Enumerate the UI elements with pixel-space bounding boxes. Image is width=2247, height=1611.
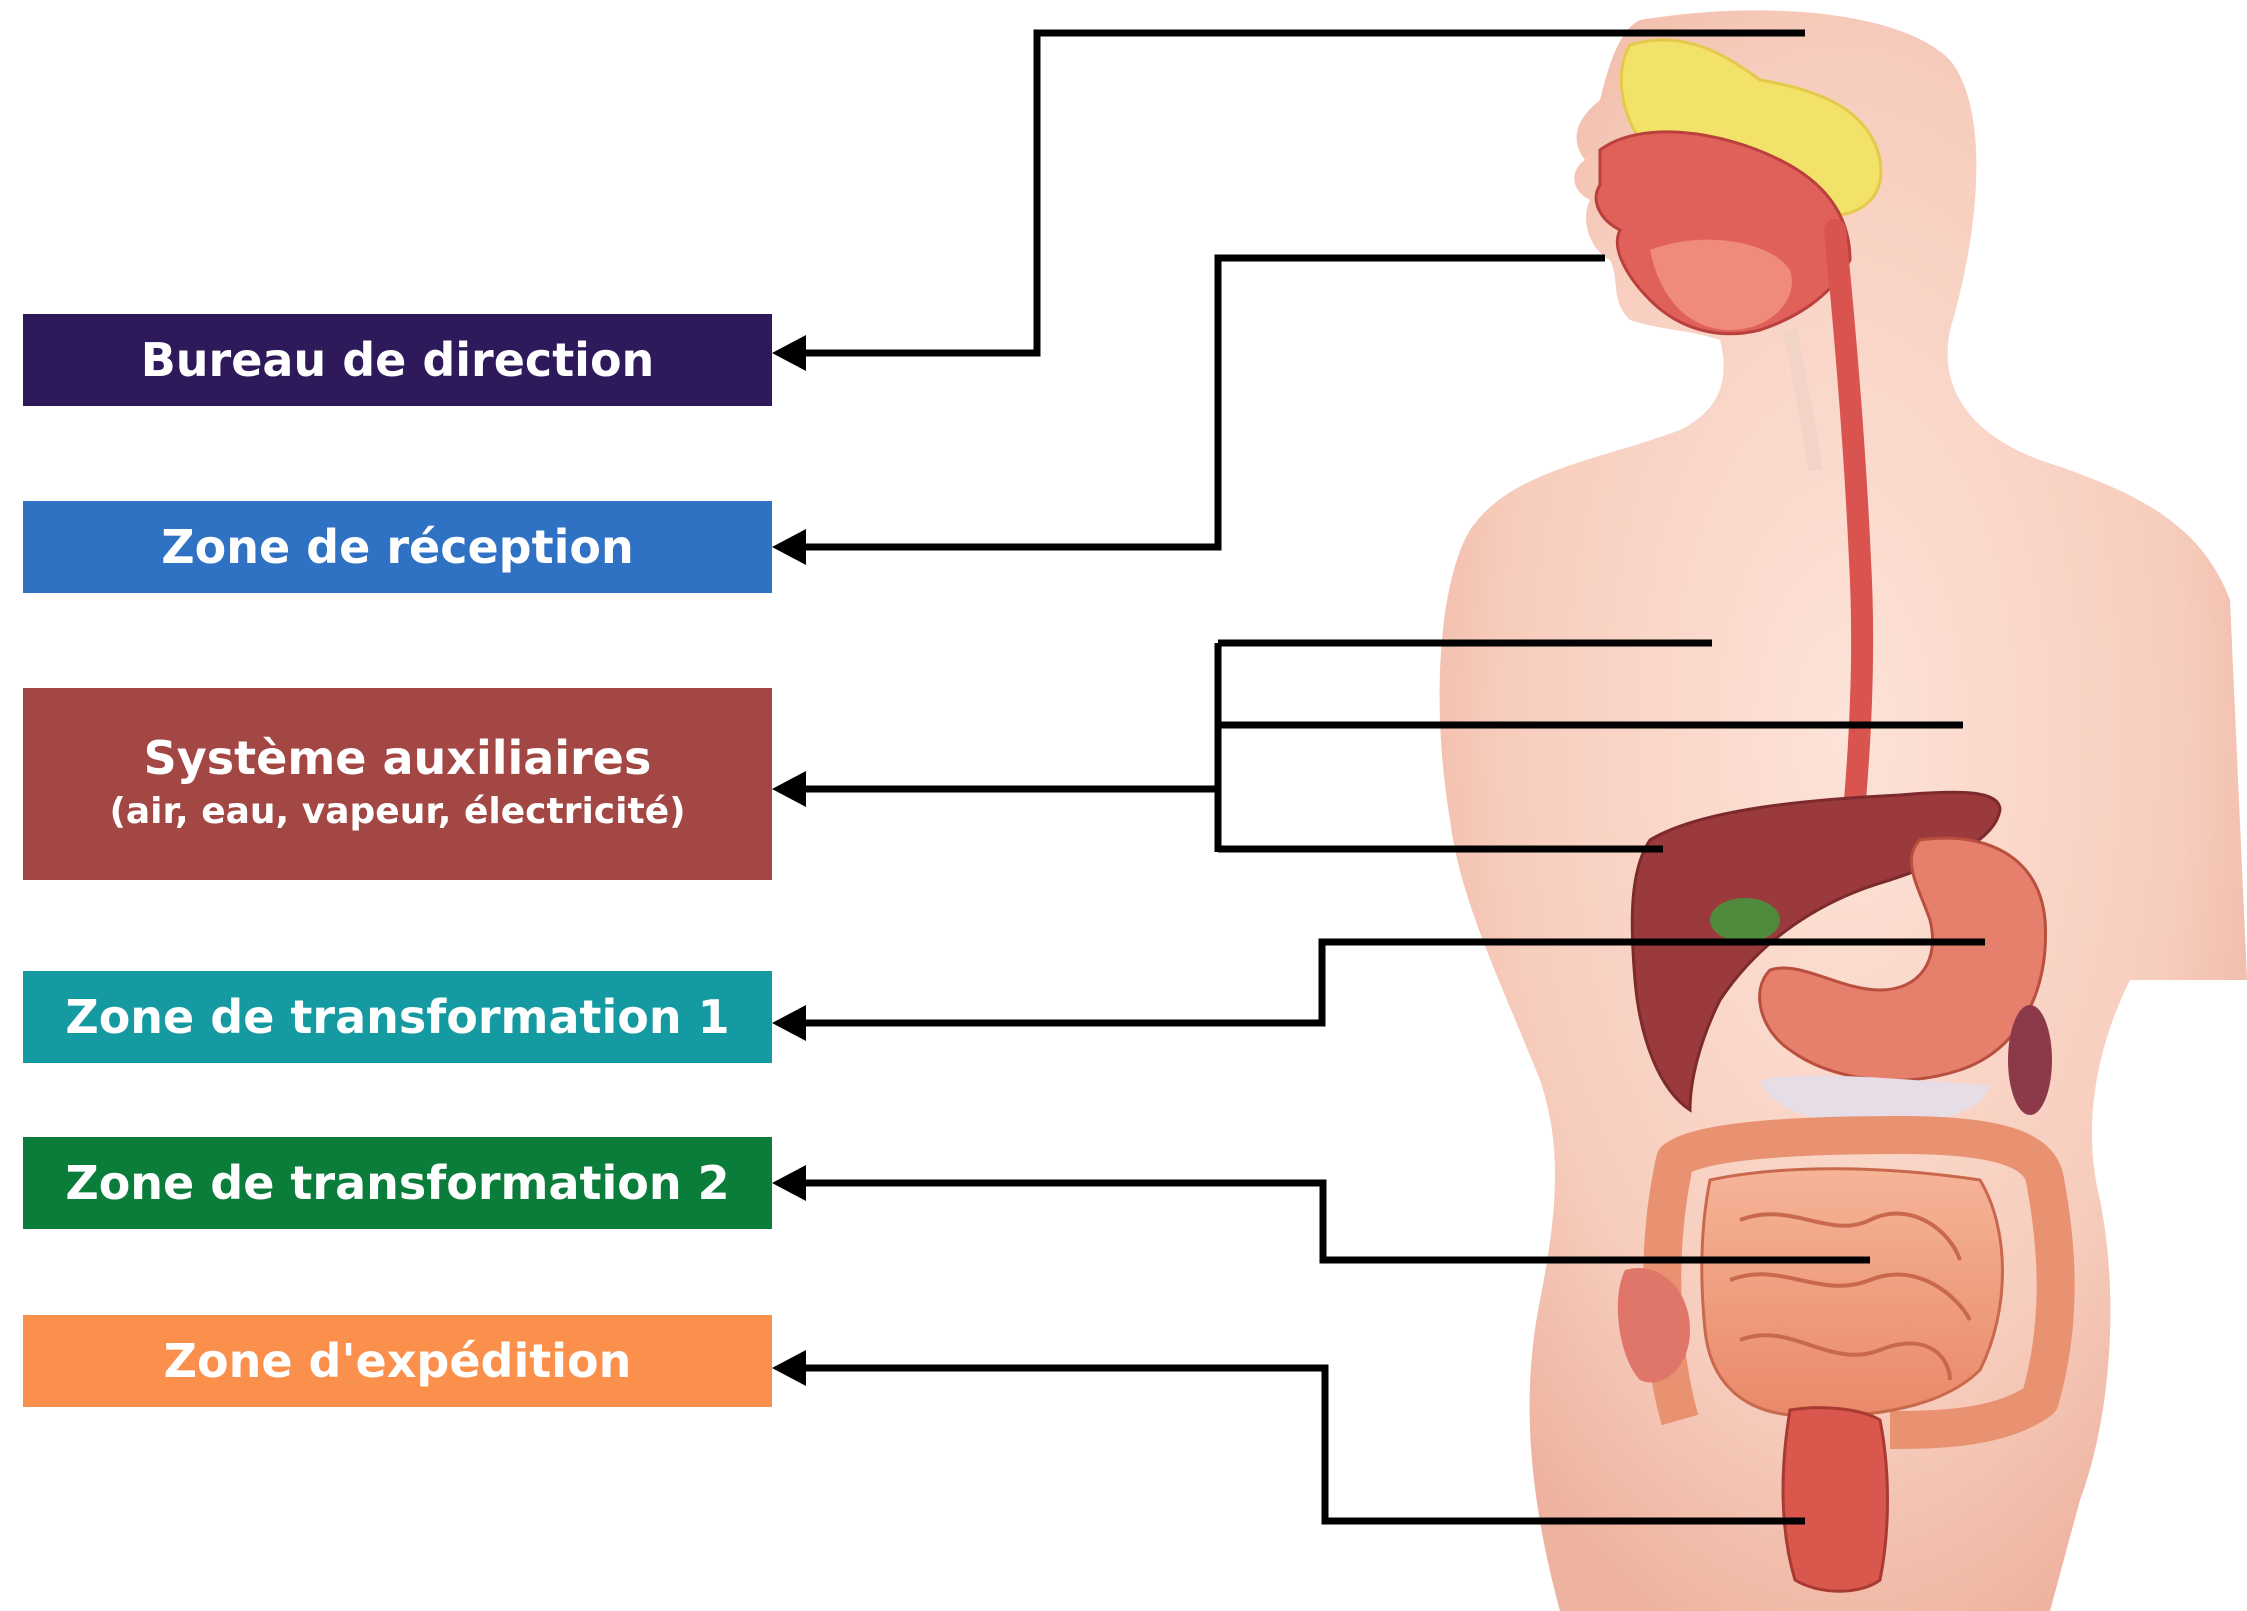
arrowhead-direction — [772, 335, 806, 371]
gallbladder — [1710, 898, 1780, 942]
label-text: Zone d'expédition — [164, 1335, 632, 1388]
label-zone-de-transformation-1: Zone de transformation 1 — [23, 971, 772, 1063]
label-text: Zone de réception — [161, 521, 633, 574]
label-zone-d-expedition: Zone d'expédition — [23, 1315, 772, 1407]
label-bureau-de-direction: Bureau de direction — [23, 314, 772, 406]
label-zone-de-reception: Zone de réception — [23, 501, 772, 593]
label-systeme-auxiliaires: Système auxiliaires (air, eau, vapeur, é… — [23, 688, 772, 880]
rectum — [1783, 1408, 1887, 1592]
connector-reception — [785, 258, 1605, 547]
label-zone-de-transformation-2: Zone de transformation 2 — [23, 1137, 772, 1229]
arrowhead-exp — [772, 1350, 806, 1386]
arrowhead-t1 — [772, 1005, 806, 1041]
label-text: Bureau de direction — [141, 334, 655, 387]
small-intestine — [1702, 1169, 2003, 1416]
arrowhead-reception — [772, 529, 806, 565]
label-text: Système auxiliaires — [144, 732, 652, 785]
spleen — [2008, 1005, 2052, 1115]
arrowhead-aux — [772, 771, 806, 807]
arrowhead-t2 — [772, 1165, 806, 1201]
human-body-illustration — [1440, 10, 2247, 1611]
label-text: Zone de transformation 1 — [65, 991, 729, 1044]
label-text: Zone de transformation 2 — [65, 1157, 729, 1210]
label-subtext: (air, eau, vapeur, électricité) — [109, 789, 685, 836]
arrowheads — [772, 335, 806, 1386]
